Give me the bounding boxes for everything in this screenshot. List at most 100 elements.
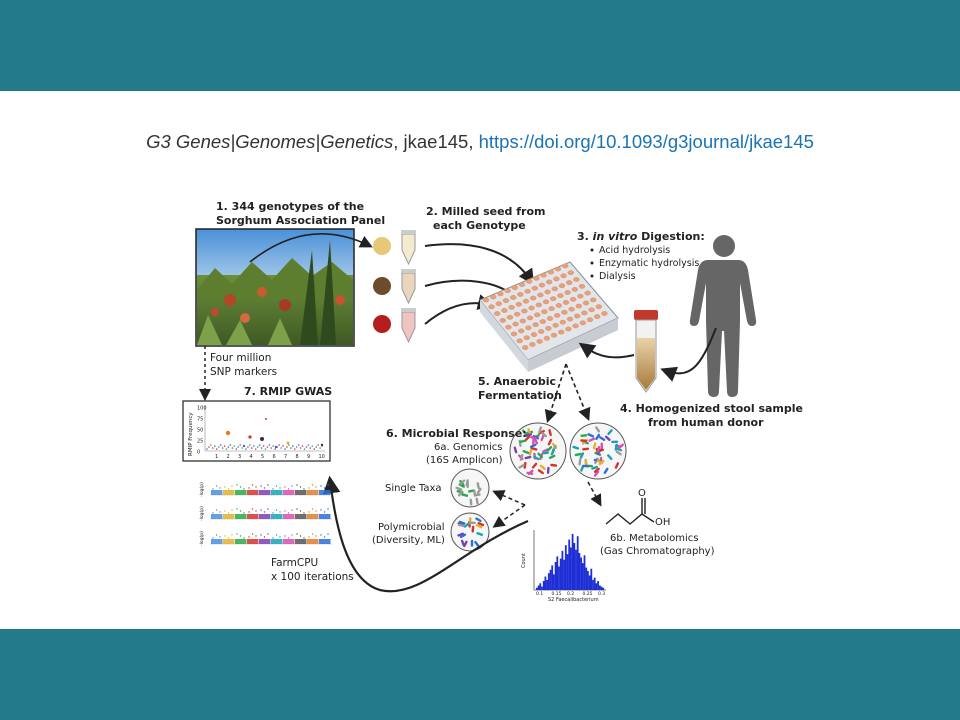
histogram-bar <box>549 569 552 590</box>
arrow-seed1-to-plate <box>424 243 535 286</box>
histogram-bar <box>598 585 601 590</box>
microbe <box>530 447 538 451</box>
rmip-xtick: 10 <box>319 454 325 460</box>
manhattan-point <box>260 485 262 487</box>
microbe <box>572 445 580 450</box>
dashed-arrow-to-metabolomics <box>587 481 602 507</box>
microbe <box>546 466 550 474</box>
well-plate <box>479 261 619 372</box>
histogram-bar <box>593 577 596 590</box>
rmip-ytick: 0 <box>197 450 200 456</box>
rmip-point <box>315 446 318 448</box>
well <box>548 306 555 311</box>
step3-num: 3. <box>577 230 593 243</box>
polymicrobial-circle <box>450 512 490 552</box>
microbe <box>537 469 544 475</box>
well <box>551 286 558 292</box>
rmip-point <box>290 447 292 449</box>
manhattan-chromosome <box>235 539 247 544</box>
well <box>553 276 560 282</box>
manhattan-point <box>287 512 290 514</box>
rmip-point <box>313 448 316 450</box>
well <box>566 316 574 322</box>
histogram-bar <box>602 587 605 590</box>
seed-yellow <box>373 237 391 255</box>
step4-title-line2: from human donor <box>648 416 764 429</box>
manhattan-point <box>279 536 281 538</box>
histogram-bar <box>570 547 572 590</box>
microbe <box>533 437 539 445</box>
manhattan-point <box>263 511 266 513</box>
manhattan-point <box>248 487 250 489</box>
microbe <box>604 435 611 442</box>
snp-label-line2: SNP markers <box>210 366 277 378</box>
rmip-point <box>229 444 232 446</box>
well <box>545 326 552 331</box>
rmip-xtick: 3 <box>238 454 241 460</box>
rmip-point <box>260 447 263 449</box>
microbe <box>519 439 527 443</box>
rmip-point <box>307 444 310 446</box>
step6b-line2: (Gas Chromatography) <box>600 546 715 557</box>
well <box>521 308 528 314</box>
manhattan-chromosome <box>271 490 283 495</box>
manhattan-point <box>279 487 281 489</box>
microbe <box>587 433 595 438</box>
microbe <box>477 522 485 527</box>
well <box>523 335 530 341</box>
manhattan-point <box>308 536 310 538</box>
well <box>577 293 584 299</box>
manhattan-plots: -log(p) -log(p) -log(p) <box>199 482 332 546</box>
microbe <box>574 452 582 457</box>
well <box>581 310 588 316</box>
molecule-oxygen: O <box>638 488 646 499</box>
well <box>555 303 562 308</box>
histogram-bar <box>568 539 571 590</box>
microbe <box>548 454 556 459</box>
manhattan-point <box>303 512 305 514</box>
step6a-amplicon: (16S Amplicon) <box>426 455 503 466</box>
microbe <box>580 439 588 443</box>
well <box>524 288 531 294</box>
manhattan-point <box>212 537 214 539</box>
well <box>601 311 608 316</box>
histogram-bar <box>554 562 557 590</box>
manhattan-point <box>291 509 293 511</box>
microbe <box>513 446 518 454</box>
dashed-arrow-plate-left <box>544 363 567 424</box>
histogram-xtick: 0.25 <box>583 591 593 597</box>
manhattan-chromosome <box>235 514 247 519</box>
rmip-xtick: 5 <box>261 454 264 460</box>
well <box>559 319 566 325</box>
well <box>510 331 518 337</box>
manhattan-point <box>227 488 230 490</box>
rmip-ylabel: RMIP Frequency <box>188 412 194 456</box>
microbe <box>522 429 528 436</box>
histogram-bar <box>546 579 548 590</box>
rmip-point <box>243 445 245 447</box>
well <box>508 305 515 310</box>
microbe <box>475 497 479 505</box>
rmip-point <box>299 447 302 449</box>
well <box>512 321 519 327</box>
well <box>562 263 569 269</box>
histogram-bar <box>561 550 564 590</box>
step2-title-line2: each Genotype <box>433 219 526 232</box>
microbe <box>518 463 525 469</box>
doi-link[interactable]: https://doi.org/10.1093/g3journal/jkae14… <box>478 131 814 152</box>
manhattan-point <box>215 485 218 487</box>
manhattan-chromosome <box>283 539 295 544</box>
well <box>522 345 529 350</box>
manhattan-point <box>248 536 250 538</box>
manhattan-point <box>251 484 254 486</box>
microbe <box>473 489 477 497</box>
manhattan-point <box>287 488 290 490</box>
manhattan-chromosome <box>307 514 319 519</box>
manhattan-point <box>263 536 266 538</box>
rmip-point <box>305 446 308 448</box>
manhattan-point <box>296 484 298 486</box>
dashed-arrow-to-single-taxa <box>492 490 526 506</box>
rmip-point <box>217 446 220 448</box>
well <box>537 292 544 298</box>
manhattan-point <box>267 533 269 535</box>
